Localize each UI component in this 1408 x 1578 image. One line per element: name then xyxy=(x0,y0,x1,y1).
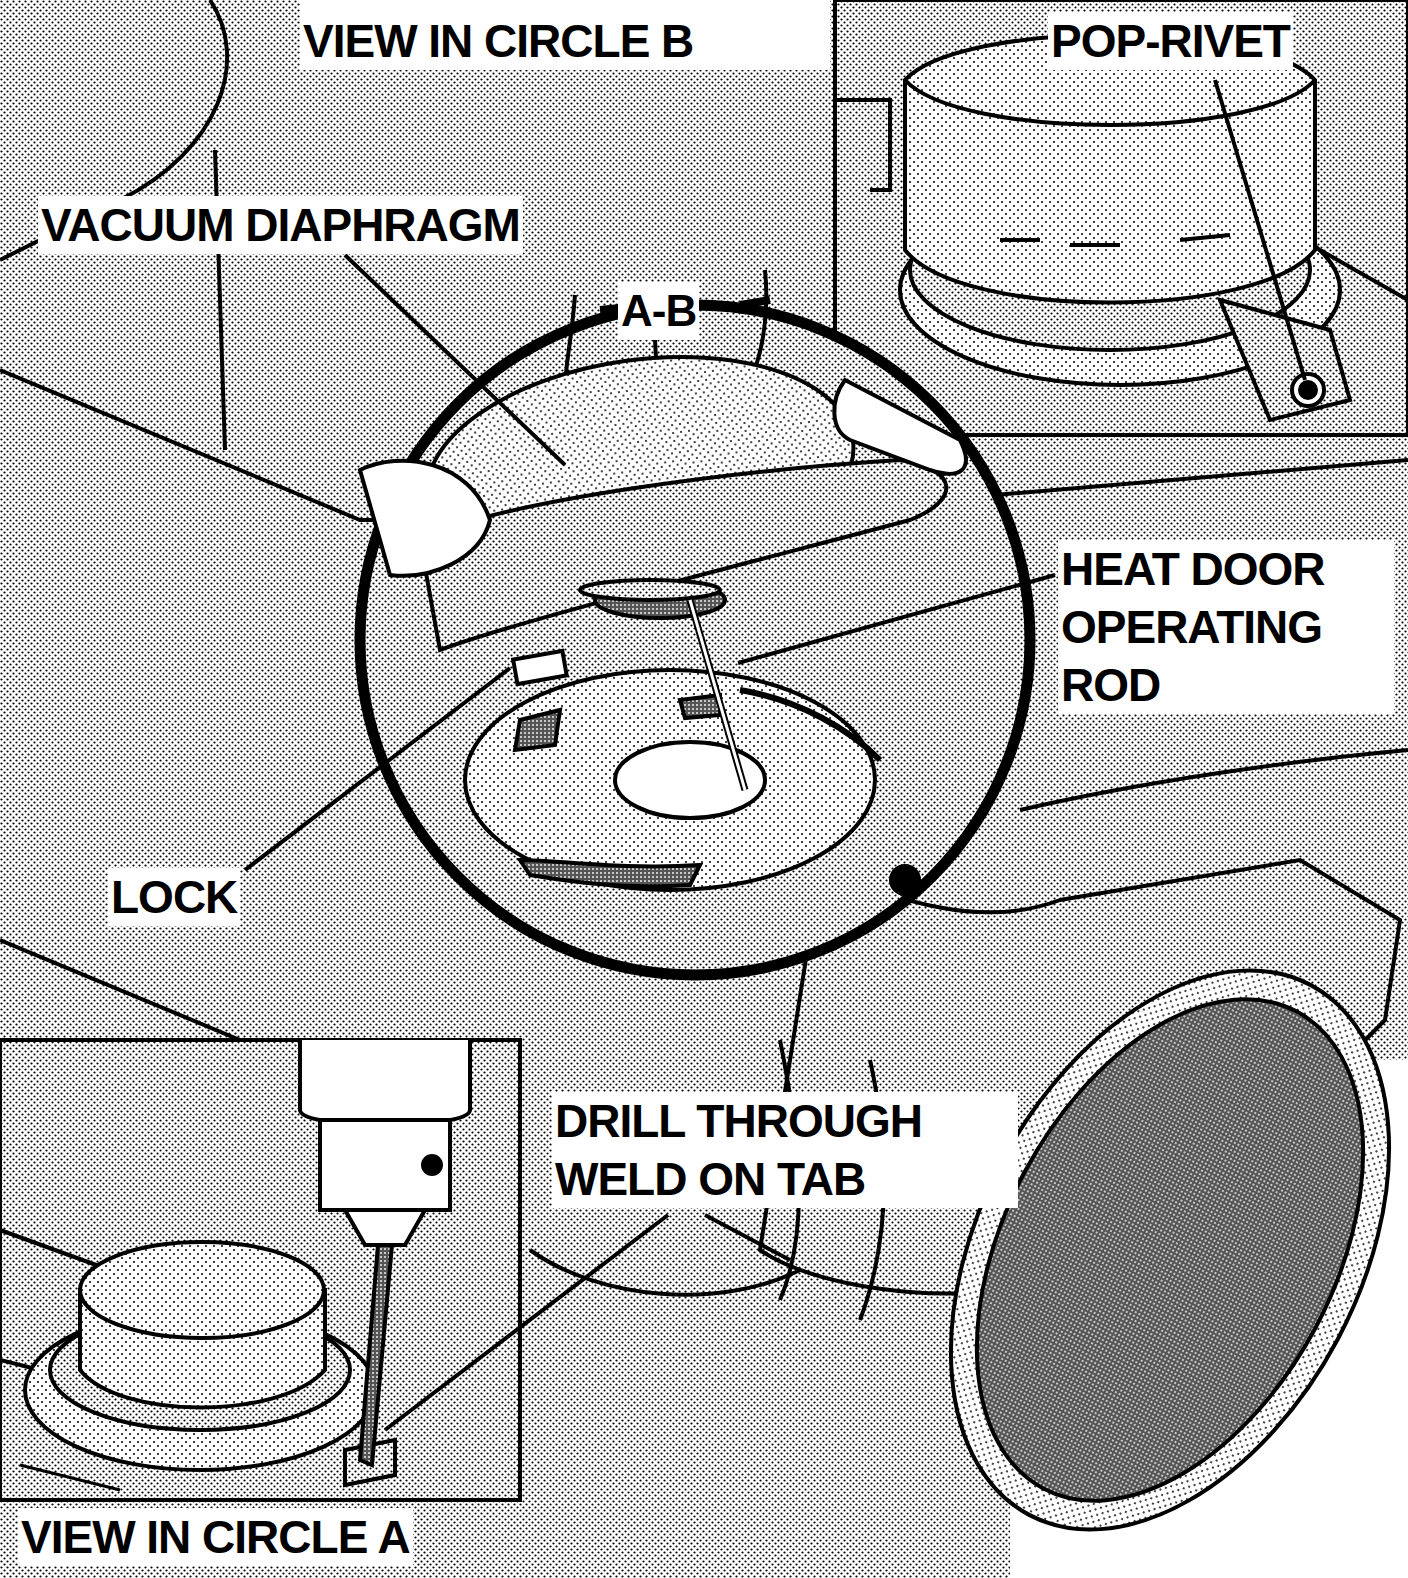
instruction-note: DRILL THROUGH WELD ON TAB xyxy=(552,1092,1018,1208)
part-label: LOCK xyxy=(108,868,240,926)
part-label: POP-RIVET xyxy=(1048,12,1293,70)
view-caption: VIEW IN CIRCLE B xyxy=(300,12,696,70)
view-marker: A-B xyxy=(618,282,699,340)
view-caption: VIEW IN CIRCLE A xyxy=(18,1508,413,1566)
part-label: VACUUM DIAPHRAGM xyxy=(38,196,523,254)
part-label: HEAT DOOR OPERATING ROD xyxy=(1058,540,1394,714)
